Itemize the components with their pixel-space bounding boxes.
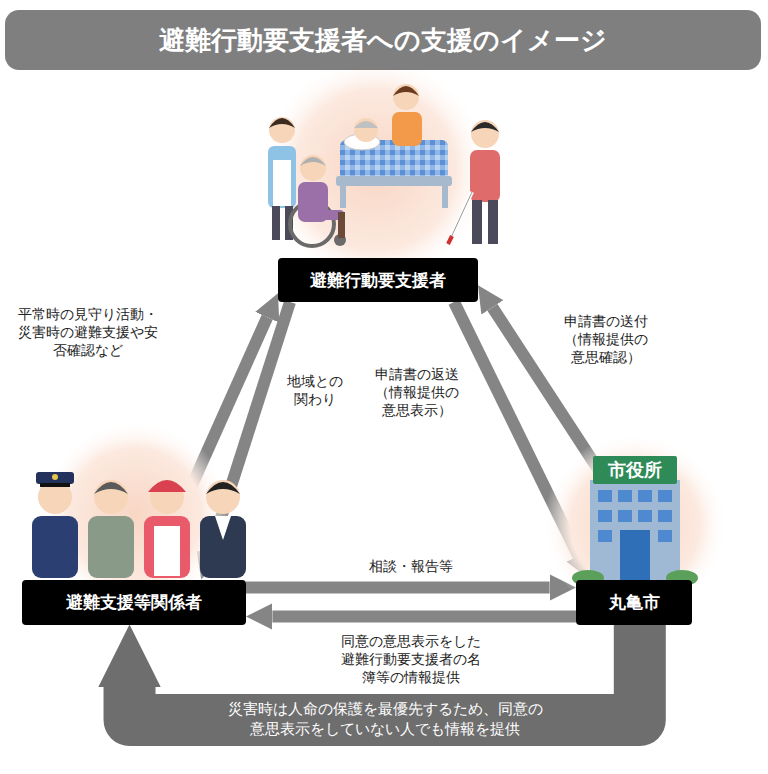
helpers-illustration-part [32,516,78,578]
role-box: 避難行動要支援者 [278,258,478,302]
title-bar: 避難行動要支援者への支援のイメージ [5,10,761,70]
band-label: 災害時は人命の保護を最優先するため、同意の意思表示をしていない人でも情報を提供 [224,699,546,740]
support-people-illustration-part [393,84,419,110]
support-people-illustration-part [448,236,452,244]
support-people-illustration-part [354,118,378,142]
support-people-illustration-part [392,112,422,146]
city-hall-illustration-part-part [598,490,612,502]
support-people-illustration-part [471,122,499,132]
support-people-illustration-part [300,157,326,166]
support-people-illustration-part [336,176,452,186]
support-people-illustration-part [260,55,490,285]
support-people-illustration-part [393,86,419,96]
role-box: 丸亀市 [576,580,692,625]
support-people-illustration-part [488,200,498,244]
city-hall-illustration-part-part [658,510,672,522]
support-people-illustration-part [272,206,280,240]
building-sign: 市役所 [593,457,677,483]
helpers-illustration-part [38,480,72,514]
arrow-label: 相談・報告等 [351,557,471,575]
role-name: 丸亀市 [609,591,660,614]
arrow-label: 申請書の送付（情報提供の意思確認） [562,312,650,367]
block-arrow [209,302,290,554]
helpers-illustration-part [206,480,240,514]
city-hall-illustration-part-part [598,510,612,522]
helpers-illustration-part [36,472,74,484]
support-people-illustration-part [338,212,345,238]
support-people-illustration-part [448,192,472,244]
helpers-illustration-part [154,526,180,576]
role-name: 避難行動要支援者 [310,269,446,292]
arrow-label: 申請書の返送（情報提供の意思表示） [373,365,461,420]
city-hall-illustration-part-part [638,490,652,502]
helpers-illustration-part [215,516,231,540]
support-people-illustration-part [354,121,378,128]
city-hall-illustration-part-part [658,530,672,542]
role-box: 避難支援等関係者 [22,580,246,625]
helpers-illustration-part [94,480,128,514]
support-people-illustration-part [269,117,295,143]
block-arrow [272,610,576,622]
city-hall-illustration-part-part [638,510,652,522]
helpers-illustration-part [94,482,128,494]
arrow-label: 平常時の見守り活動・災害時の避難支援や安否確認など [12,305,164,360]
city-hall-illustration-part [593,456,677,484]
helpers-illustration-part [52,474,58,480]
city-hall-illustration-part [620,530,650,580]
city-hall-illustration-part-part [618,510,632,522]
support-people-illustration-part [269,118,295,128]
helpers-illustration-part [88,516,134,578]
support-people-illustration-part [268,146,296,208]
support-people-illustration-part [442,186,448,208]
helpers-illustration-part [206,482,240,494]
support-people-illustration-part [471,120,499,148]
support-people-illustration-part [273,160,291,206]
support-people-illustration-part [448,192,472,244]
helpers-illustration-part [148,480,186,492]
support-people-illustration-part [470,150,500,202]
helpers-illustration-part [200,516,246,578]
helpers-illustration-part [144,516,190,578]
arrow-label: 同意の意思表示をした避難行動要支援者の名簿等の情報提供 [338,632,484,687]
city-hall-illustration-part-part [598,530,612,542]
support-people-illustration-part [340,186,346,208]
support-people-illustration-part [472,200,482,244]
support-people-illustration-part [300,155,326,181]
block-arrow [246,582,550,594]
helpers-illustration-part [40,483,70,487]
title-text: 避難行動要支援者への支援のイメージ [159,23,607,58]
city-hall-illustration-part-part [658,490,672,502]
city-hall-illustration-part [590,480,680,580]
city-hall-illustration-part-part [618,490,632,502]
support-people-illustration [260,55,500,285]
arrow-label: 地域との関わり [284,372,346,408]
role-name: 避難支援等関係者 [66,591,202,614]
